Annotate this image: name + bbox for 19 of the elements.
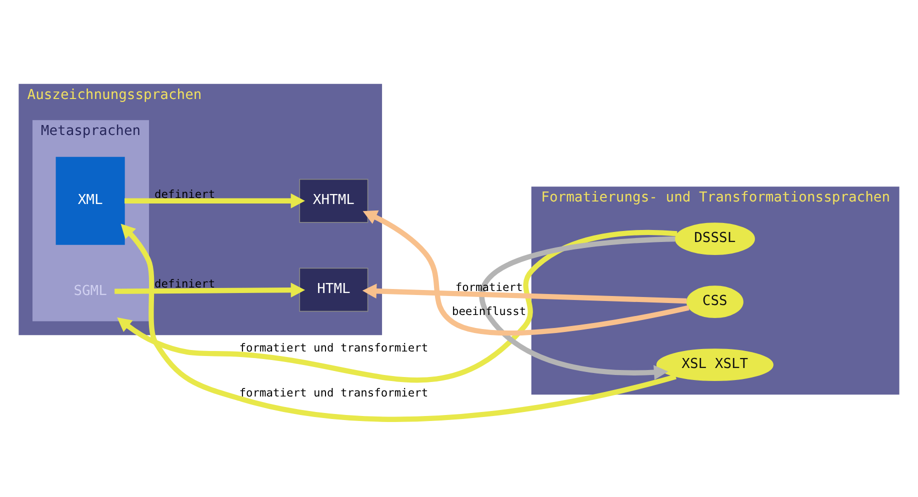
arrow [124, 193, 306, 208]
edge-label: definiert [154, 188, 216, 201]
arrow [114, 282, 306, 298]
node-box: HTML [299, 268, 368, 312]
edge-label: definiert [154, 278, 216, 291]
arrow [480, 236, 676, 380]
arrow [120, 224, 676, 422]
edge-label: formatiert und transformiert [239, 386, 428, 400]
arrow [362, 210, 690, 336]
arrow [362, 284, 687, 304]
arrow [117, 230, 678, 383]
node-ellipse: XSL XSLT [656, 348, 774, 382]
edge-label: formatiert und transformiert [239, 341, 428, 354]
node-ellipse: DSSSL [674, 222, 755, 256]
node-box: XHTML [299, 178, 368, 223]
edge-label: beeinflusst [452, 305, 526, 318]
node-box: XML [56, 156, 125, 245]
edge-label: formatiert [455, 280, 523, 294]
node-ellipse: CSS [686, 286, 744, 318]
